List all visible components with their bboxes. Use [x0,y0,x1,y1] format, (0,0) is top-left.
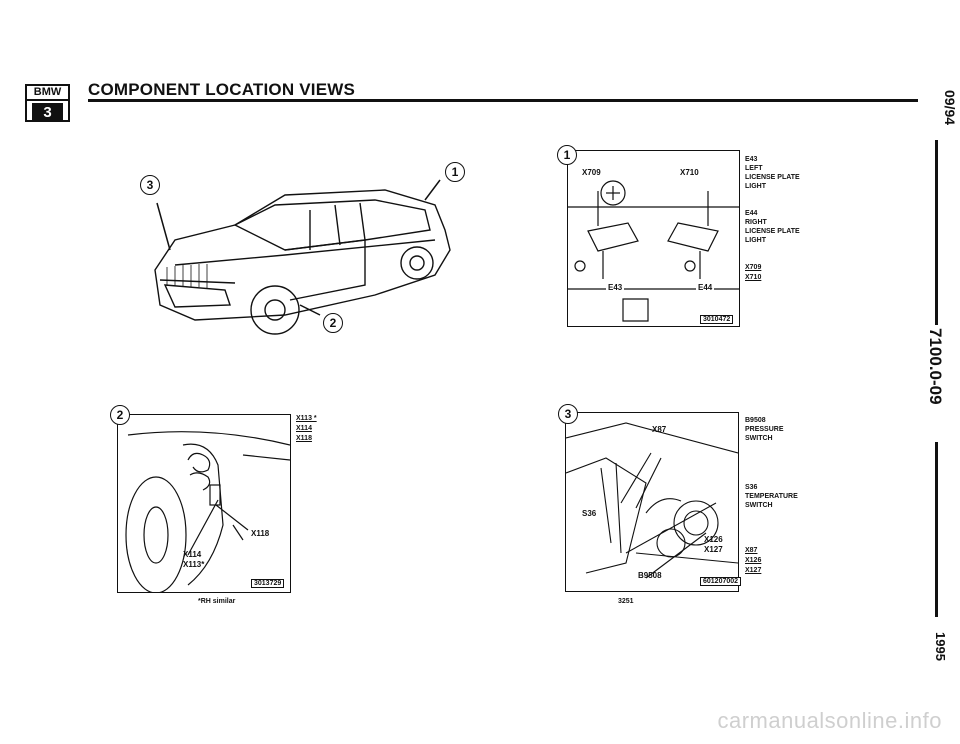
view2-panel: X118 X114 X113* 3013729 [117,414,291,593]
view1-illustration [568,180,739,322]
side-year: 1995 [933,632,948,661]
title-rule [88,99,918,102]
overview-callout-3: 3 [140,175,160,195]
code-x710: X710 [745,274,762,281]
view2-illustration [125,431,290,592]
view1-callout: 1 [557,145,577,165]
code-x114: X114 [296,425,312,432]
view3-label-x126: X126 [704,535,723,544]
car-overview-illustration [154,179,451,335]
site-watermark: carmanualsonline.info [717,708,942,733]
side-line-top [935,140,938,325]
page-number: 3251 [618,598,634,605]
view2-callout: 2 [110,405,130,425]
code-x118: X118 [296,435,312,442]
overview-callout-2: 2 [323,313,343,333]
view2-label-x114: X114 [183,550,202,559]
view3-panel: X87 S36 X126 X127 B9508 601207002 [565,412,742,592]
bmw-series-logo: BMW 3 [25,84,70,122]
overview-callout-1: 1 [445,162,465,182]
page-title: COMPONENT LOCATION VIEWS [88,80,356,99]
view1-label-x710: X710 [680,168,699,177]
logo-series: 3 [32,103,63,122]
view2-label-x113: X113* [183,560,205,569]
view3-illustration [566,422,738,579]
view2-caption: *RH similar [198,598,236,605]
view3-label-x127: X127 [704,545,723,554]
view1-label-e44: E44 [696,283,715,292]
side-date: 09/94 [942,90,958,126]
view3-ref-number: 601207002 [700,577,742,586]
view2-codes: X113 * X114 X118 [296,414,317,444]
side-doc-number: 7100.0-09 [926,328,945,405]
code-x87: X87 [745,547,758,554]
view3-callout: 3 [558,404,578,424]
code-x127: X127 [745,567,762,574]
logo-brand: BMW [27,86,68,101]
side-line-mid [935,442,938,617]
view2-ref-number: 3013729 [251,579,285,588]
code-x113: X113 * [296,415,317,422]
view1-label-e43: E43 [606,283,625,292]
view1-ref-number: 3010472 [700,315,734,324]
view2-label-x118: X118 [251,529,270,538]
view1-label-x709: X709 [582,168,601,177]
view3-label-s36: S36 [582,509,597,518]
view1-panel: X709 X710 E43 E44 3010472 [567,150,740,327]
code-x126: X126 [745,557,762,564]
view3-label-b9508: B9508 [638,571,662,580]
view3-label-x87: X87 [652,425,667,434]
code-x709: X709 [745,264,762,271]
